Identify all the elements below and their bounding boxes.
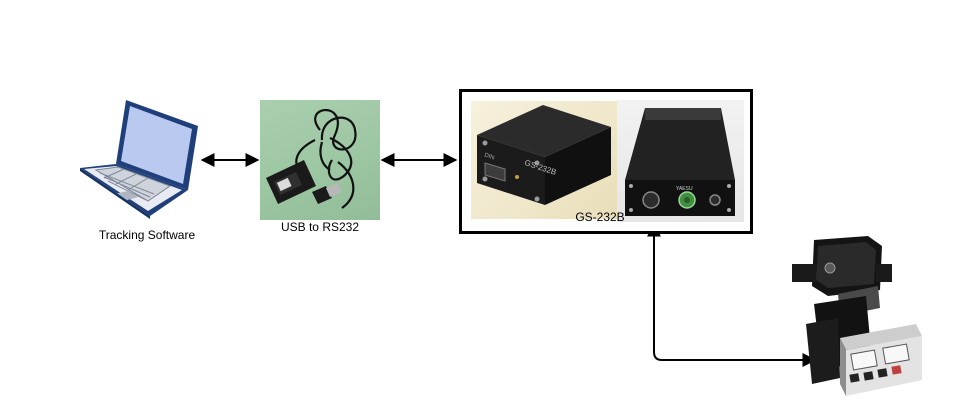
- usb-adapter-photo: [260, 100, 380, 220]
- controller-brand-print: YAESU: [676, 186, 693, 192]
- controller-box-front-icon: [477, 105, 611, 205]
- laptop-icon: [80, 100, 198, 219]
- edge-controller-rotator: [647, 222, 817, 367]
- laptop-node: [78, 98, 202, 220]
- controller-box-back-icon: [625, 108, 735, 216]
- usb-adapter-label: USB to RS232: [280, 220, 360, 234]
- controller-label: GS-232B: [575, 210, 625, 224]
- controller-photo-front: [471, 101, 617, 219]
- antenna-rotator-icon: [792, 236, 922, 396]
- laptop-label: Tracking Software: [98, 228, 196, 242]
- controller-photo-back: [617, 100, 744, 222]
- rotator-node: [776, 228, 926, 404]
- usb-serial-cable-icon: [266, 109, 357, 209]
